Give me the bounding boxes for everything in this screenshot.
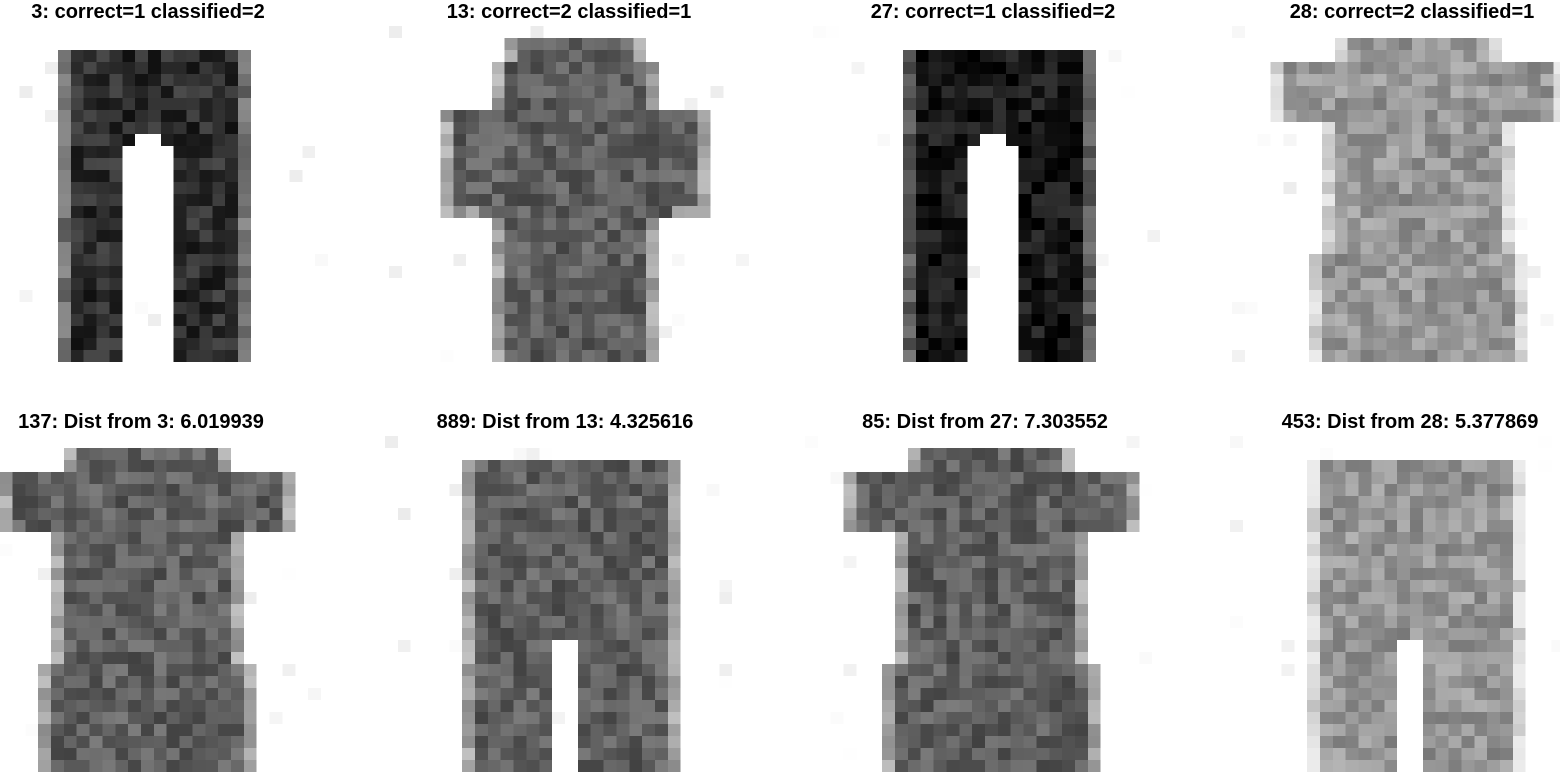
garment-image — [389, 26, 749, 362]
garment-image — [805, 436, 1165, 772]
panel-title: 27: correct=1 classified=2 — [870, 1, 1116, 23]
panel-title: 889: Dist from 13: 4.325616 — [436, 411, 694, 433]
panel-title: 3: correct=1 classified=2 — [31, 1, 265, 23]
panel-title: 137: Dist from 3: 6.019939 — [18, 411, 264, 433]
panel-title: 85: Dist from 27: 7.303552 — [862, 411, 1108, 433]
garment-image — [0, 436, 321, 772]
panel-title: 453: Dist from 28: 5.377869 — [1281, 411, 1539, 433]
panel-title: 28: correct=2 classified=1 — [1289, 1, 1535, 23]
garment-image — [385, 436, 745, 772]
panel-title: 13: correct=2 classified=1 — [446, 1, 692, 23]
garment-image — [0, 26, 328, 362]
garment-image — [1232, 26, 1560, 362]
garment-image — [1230, 436, 1560, 772]
garment-image — [813, 26, 1173, 362]
